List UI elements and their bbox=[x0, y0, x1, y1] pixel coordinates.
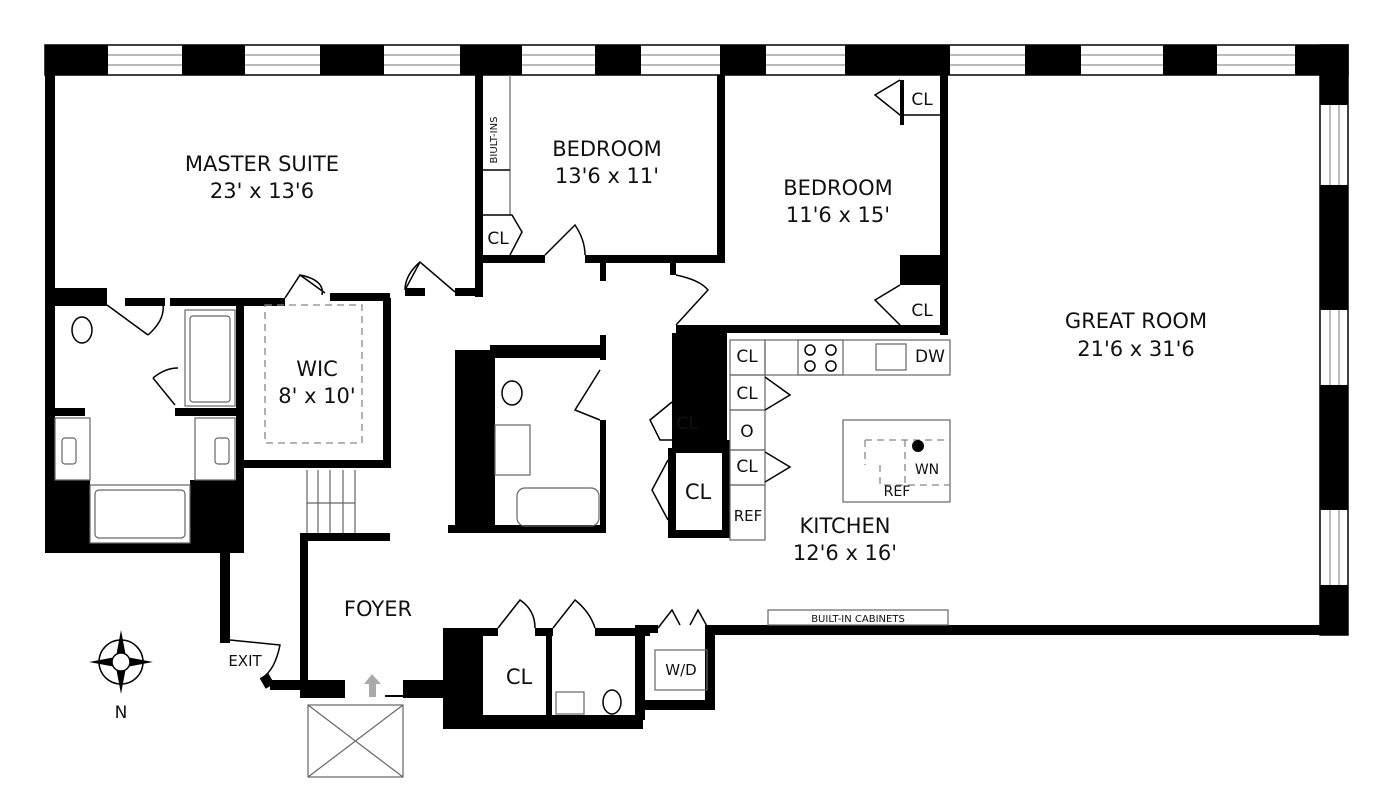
room-size-bedroom-1: 13'6 x 11' bbox=[555, 164, 659, 188]
kitchen-island bbox=[842, 419, 951, 503]
closet-label: CL bbox=[736, 384, 758, 404]
island-refrigerator-label: REF bbox=[884, 484, 911, 500]
closet-label: CL bbox=[911, 301, 933, 321]
sink-icon bbox=[61, 437, 77, 465]
built-ins-label: BIULT-INS bbox=[489, 117, 500, 164]
closet-label: CL bbox=[736, 457, 758, 477]
dishwasher-label: DW bbox=[915, 347, 945, 367]
toilet-icon bbox=[71, 316, 93, 344]
bathtub-icon bbox=[516, 487, 600, 527]
bottom-exterior-wall bbox=[710, 625, 1348, 635]
washer-dryer-label: W/D bbox=[665, 661, 696, 679]
exit-label: EXIT bbox=[228, 652, 262, 670]
right-exterior-wall bbox=[1319, 44, 1349, 636]
room-size-kitchen: 12'6 x 16' bbox=[793, 541, 897, 565]
room-name-bedroom-2: BEDROOM bbox=[783, 176, 893, 200]
wine-fridge-label: WN bbox=[915, 462, 939, 478]
closet-label: CL bbox=[736, 347, 758, 367]
closet-label: CL bbox=[487, 229, 509, 249]
sink-icon bbox=[494, 424, 531, 476]
sink-icon bbox=[912, 440, 924, 452]
room-name-master-suite: MASTER SUITE bbox=[185, 152, 339, 176]
top-exterior-wall bbox=[44, 44, 1349, 76]
compass-icon bbox=[89, 630, 153, 694]
room-name-kitchen: KITCHEN bbox=[800, 514, 891, 538]
room-size-bedroom-2: 11'6 x 15' bbox=[786, 203, 890, 227]
room-name-great-room: GREAT ROOM bbox=[1065, 309, 1207, 333]
bathtub-icon bbox=[94, 489, 186, 539]
room-size-wic: 8' x 10' bbox=[278, 384, 355, 408]
toilet-icon bbox=[602, 689, 622, 715]
sink-icon bbox=[555, 691, 585, 715]
oven-label: O bbox=[740, 422, 753, 442]
closet-label: CL bbox=[911, 90, 933, 110]
left-exterior-wall bbox=[45, 45, 55, 553]
compass-north-label: N bbox=[115, 703, 128, 723]
refrigerator-label: REF bbox=[734, 507, 763, 525]
closet-label: CL bbox=[506, 665, 533, 689]
sink-icon bbox=[214, 437, 230, 465]
room-name-wic: WIC bbox=[296, 357, 338, 381]
closet-label: CL bbox=[685, 480, 712, 504]
stairs bbox=[306, 470, 356, 535]
room-size-master-suite: 23' x 13'6 bbox=[210, 179, 314, 203]
entry-arrow-icon bbox=[364, 674, 381, 697]
room-name-foyer: FOYER bbox=[344, 597, 412, 621]
built-in-cabinets-label: BUILT-IN CABINETS bbox=[811, 614, 905, 625]
toilet-icon bbox=[501, 380, 523, 406]
room-size-great-room: 21'6 x 31'6 bbox=[1077, 337, 1195, 361]
room-name-bedroom-1: BEDROOM bbox=[552, 137, 662, 161]
stove-icon bbox=[804, 344, 837, 372]
elevator bbox=[307, 704, 404, 778]
closet-label: CL bbox=[676, 414, 698, 434]
